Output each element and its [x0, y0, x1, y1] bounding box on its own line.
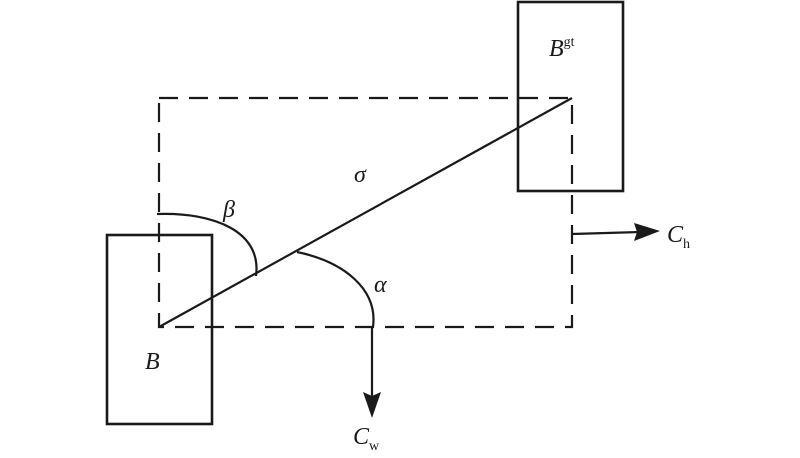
dashed-enclosing-rect	[157, 96, 574, 329]
label-ch: Ch	[667, 222, 690, 252]
box-gt	[516, 0, 625, 193]
ch-arrowhead	[634, 223, 660, 241]
label-b-gt: Bgt	[549, 35, 575, 62]
beta-arc	[156, 212, 258, 277]
label-alpha: α	[374, 272, 387, 298]
ch-arrow-line	[571, 230, 641, 236]
label-sigma: σ	[354, 162, 367, 188]
sigma-line	[158, 97, 573, 328]
box-b	[105, 233, 214, 426]
label-beta: β	[222, 197, 235, 223]
label-b: B	[145, 349, 160, 375]
alpha-arc	[296, 250, 375, 328]
label-cw: Cw	[353, 424, 380, 454]
cw-arrowhead	[363, 392, 381, 418]
